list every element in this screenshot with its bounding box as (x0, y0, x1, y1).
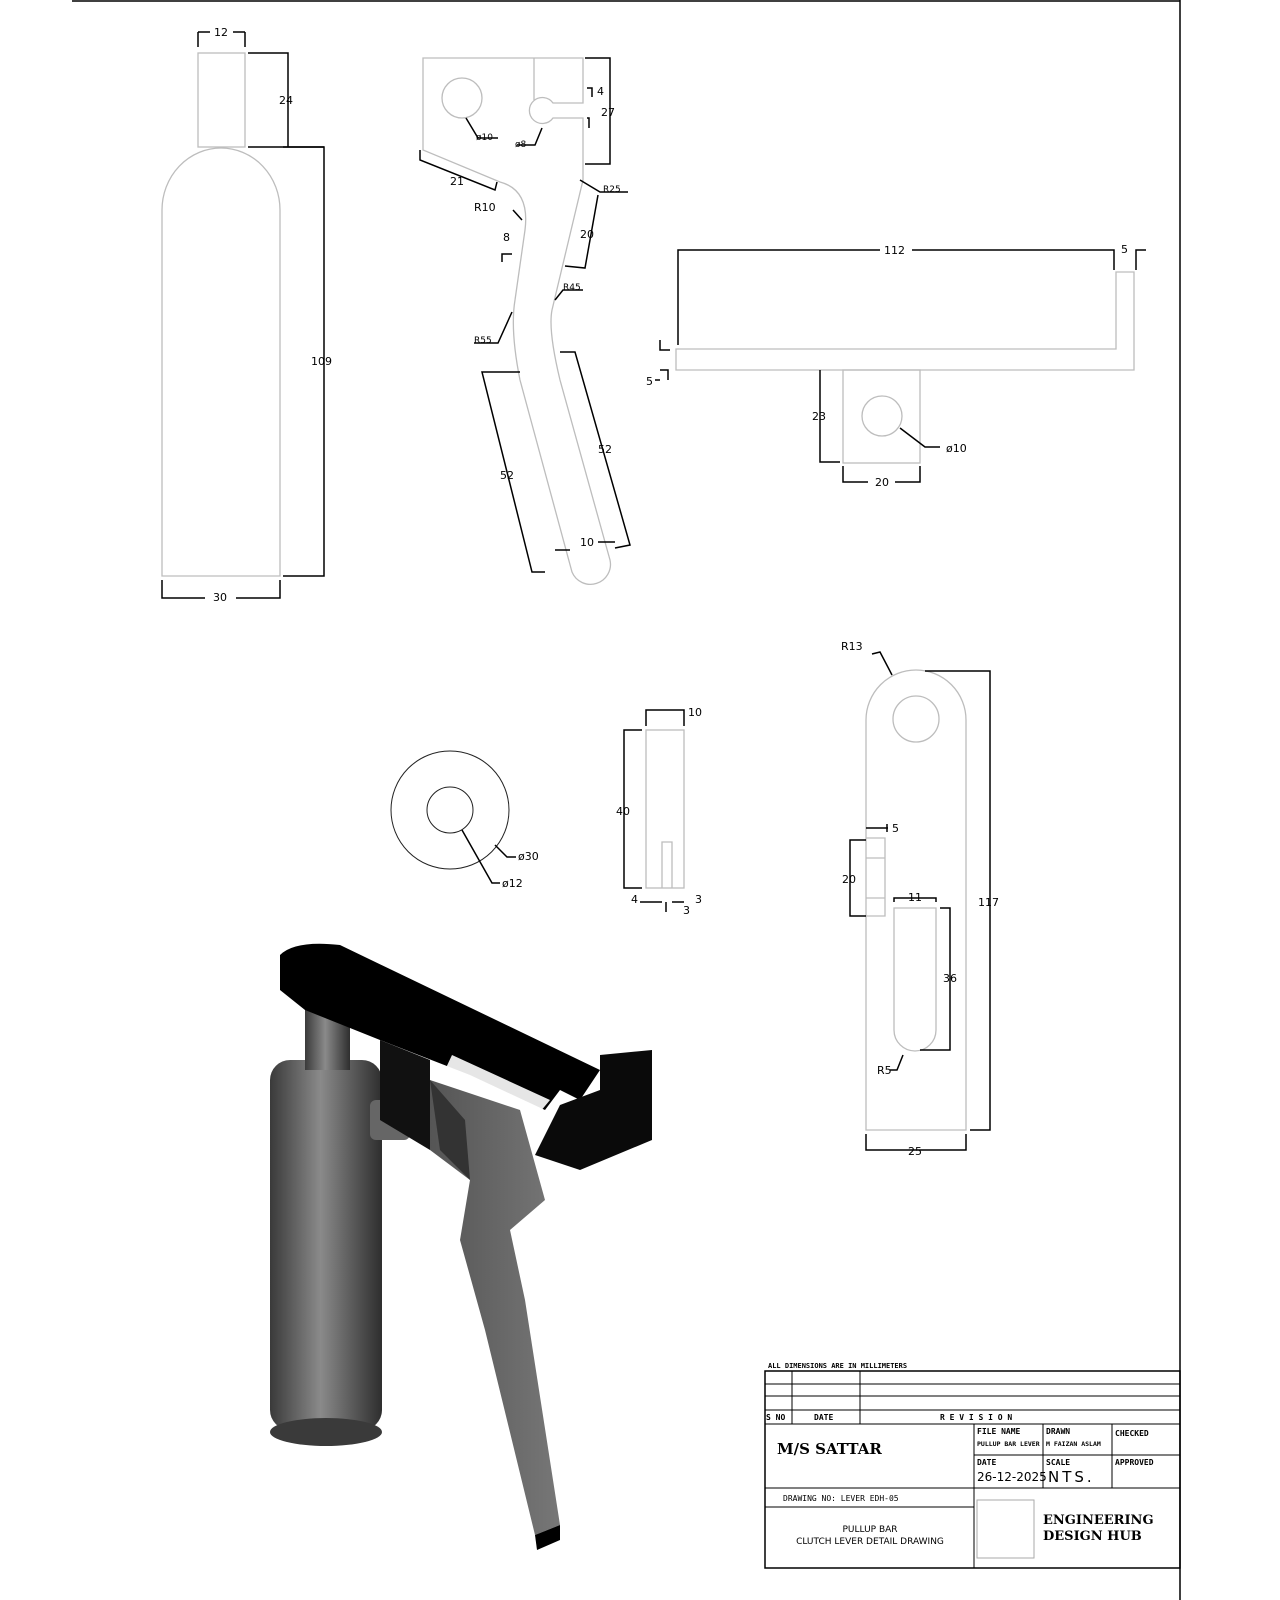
approved-label: APPROVED (1115, 1458, 1154, 1467)
sheet-border (72, 0, 1181, 1600)
dim-label: ø10 (946, 442, 967, 455)
sno-label: S NO (766, 1413, 785, 1422)
pin-view: 10 40 4 3 3 (616, 706, 702, 917)
date-value: 26-12-2025 (977, 1470, 1047, 1484)
dim-label: 40 (616, 805, 630, 818)
dim-label: 21 (450, 175, 464, 188)
dim-label: R13 (841, 640, 863, 653)
dim-label: R10 (474, 201, 496, 214)
dim-label: 24 (279, 94, 293, 107)
dim-label: 27 (601, 106, 615, 119)
units-note: ALL DIMENSIONS ARE IN MILLIMETERS (768, 1362, 907, 1370)
company-name: M/S SATTAR (777, 1440, 882, 1458)
dim-label: 5 (892, 822, 899, 835)
dim-label: 8 (503, 231, 510, 244)
dim-label: 10 (580, 536, 594, 549)
dim-label: ø12 (502, 877, 523, 890)
link-view: R13 5 20 11 36 117 R5 25 (841, 640, 999, 1158)
dim-label: R55 (474, 336, 492, 346)
dim-label: 3 (683, 904, 690, 917)
drawing-title-line1: PULLUP BAR (842, 1525, 897, 1535)
dim-label: 30 (213, 591, 227, 604)
drawing-number: DRAWING NO: LEVER EDH-05 (783, 1494, 899, 1503)
dim-label: R5 (877, 1064, 892, 1077)
dim-label: 52 (500, 469, 514, 482)
dim-label: 112 (884, 244, 905, 257)
firm-name-line1: ENGINEERING (1043, 1513, 1154, 1528)
isometric-assembly-render (270, 943, 652, 1550)
dim-label: 20 (580, 228, 594, 241)
dim-label: 20 (875, 476, 889, 489)
bracket-view: 112 5 5 23 ø10 20 (646, 243, 1146, 489)
dim-label: R25 (603, 185, 621, 195)
title-block: ALL DIMENSIONS ARE IN MILLIMETERS S NO D… (764, 1362, 1181, 1569)
scale-label: SCALE (1046, 1458, 1070, 1467)
lever-view: ø10 ø8 4 27 21 R10 8 R25 20 R45 R55 52 5… (419, 57, 631, 585)
dim-label: 109 (311, 355, 332, 368)
file-name: PULLUP BAR LEVER (977, 1440, 1040, 1448)
bottle-view: 12 24 109 30 (161, 26, 332, 604)
dim-label: R45 (563, 283, 581, 293)
dim-label: 117 (978, 896, 999, 909)
dim-label: 12 (214, 26, 228, 39)
dim-label: 4 (597, 85, 604, 98)
revision-label: R E V I S I O N (940, 1413, 1012, 1422)
dim-label: 52 (598, 443, 612, 456)
washer-view: ø30 ø12 (390, 750, 539, 890)
dim-label: 5 (1121, 243, 1128, 256)
dim-label: 23 (812, 410, 826, 423)
dim-label: 20 (842, 873, 856, 886)
dim-label: 3 (695, 893, 702, 906)
dim-label: 36 (943, 972, 957, 985)
dim-label: ø8 (515, 140, 527, 150)
dim-label: 10 (688, 706, 702, 719)
dim-label: 25 (908, 1145, 922, 1158)
date-col-label: DATE (814, 1413, 833, 1422)
dim-label: ø30 (518, 850, 539, 863)
drawn-by: M FAIZAN ASLAM (1046, 1440, 1101, 1448)
dim-label: ø10 (476, 133, 493, 143)
checked-label: CHECKED (1115, 1429, 1149, 1438)
date-label: DATE (977, 1458, 996, 1467)
dim-label: 11 (908, 891, 922, 904)
file-name-label: FILE NAME (977, 1427, 1021, 1436)
dim-label: 5 (646, 375, 653, 388)
drawn-label: DRAWN (1046, 1427, 1070, 1436)
dim-label: 4 (631, 893, 638, 906)
drawing-title-line2: CLUTCH LEVER DETAIL DRAWING (796, 1537, 944, 1547)
firm-name-line2: DESIGN HUB (1043, 1529, 1142, 1544)
scale-value: NTS. (1048, 1468, 1095, 1486)
